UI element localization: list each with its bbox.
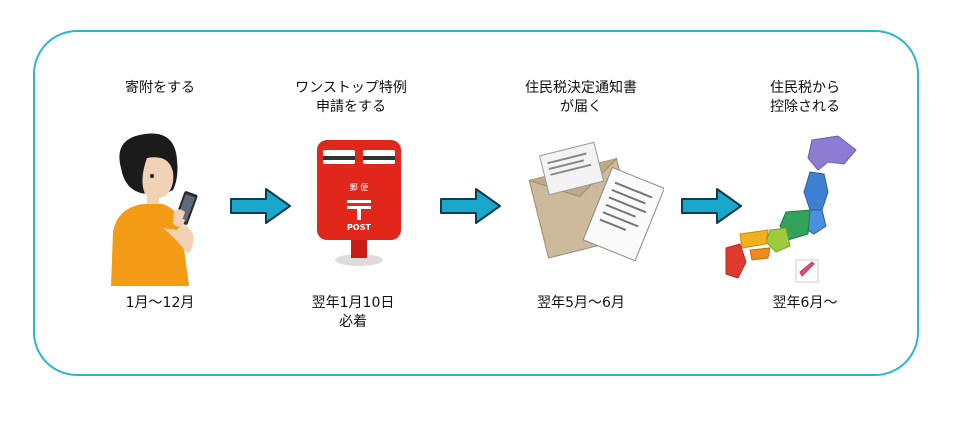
step4-period: 翌年6月〜 (772, 295, 838, 311)
step3-period: 翌年5月〜6月 (537, 295, 625, 311)
smartphone-person-icon (103, 128, 213, 288)
step2-title: ワンストップ特例 申請をする (295, 80, 407, 115)
arrow-right-icon (230, 188, 292, 224)
envelope-document-icon (524, 140, 664, 270)
mailbox-kanji: 郵 便 (350, 182, 369, 192)
arrow-right-icon (681, 188, 743, 224)
mailbox-icon: 郵 便 POST (313, 134, 405, 274)
arrow-right-icon (440, 188, 502, 224)
step2-period: 翌年1月10日 必着 (311, 295, 395, 330)
flow-frame (33, 30, 919, 376)
japan-map-icon (716, 130, 866, 290)
step4-title: 住民税から 控除される (770, 80, 840, 115)
mailbox-post-text: POST (347, 223, 371, 232)
step3-title: 住民税決定通知書 が届く (525, 80, 637, 115)
step1-period: 1月〜12月 (125, 295, 195, 311)
step1-title: 寄附をする (125, 80, 195, 96)
